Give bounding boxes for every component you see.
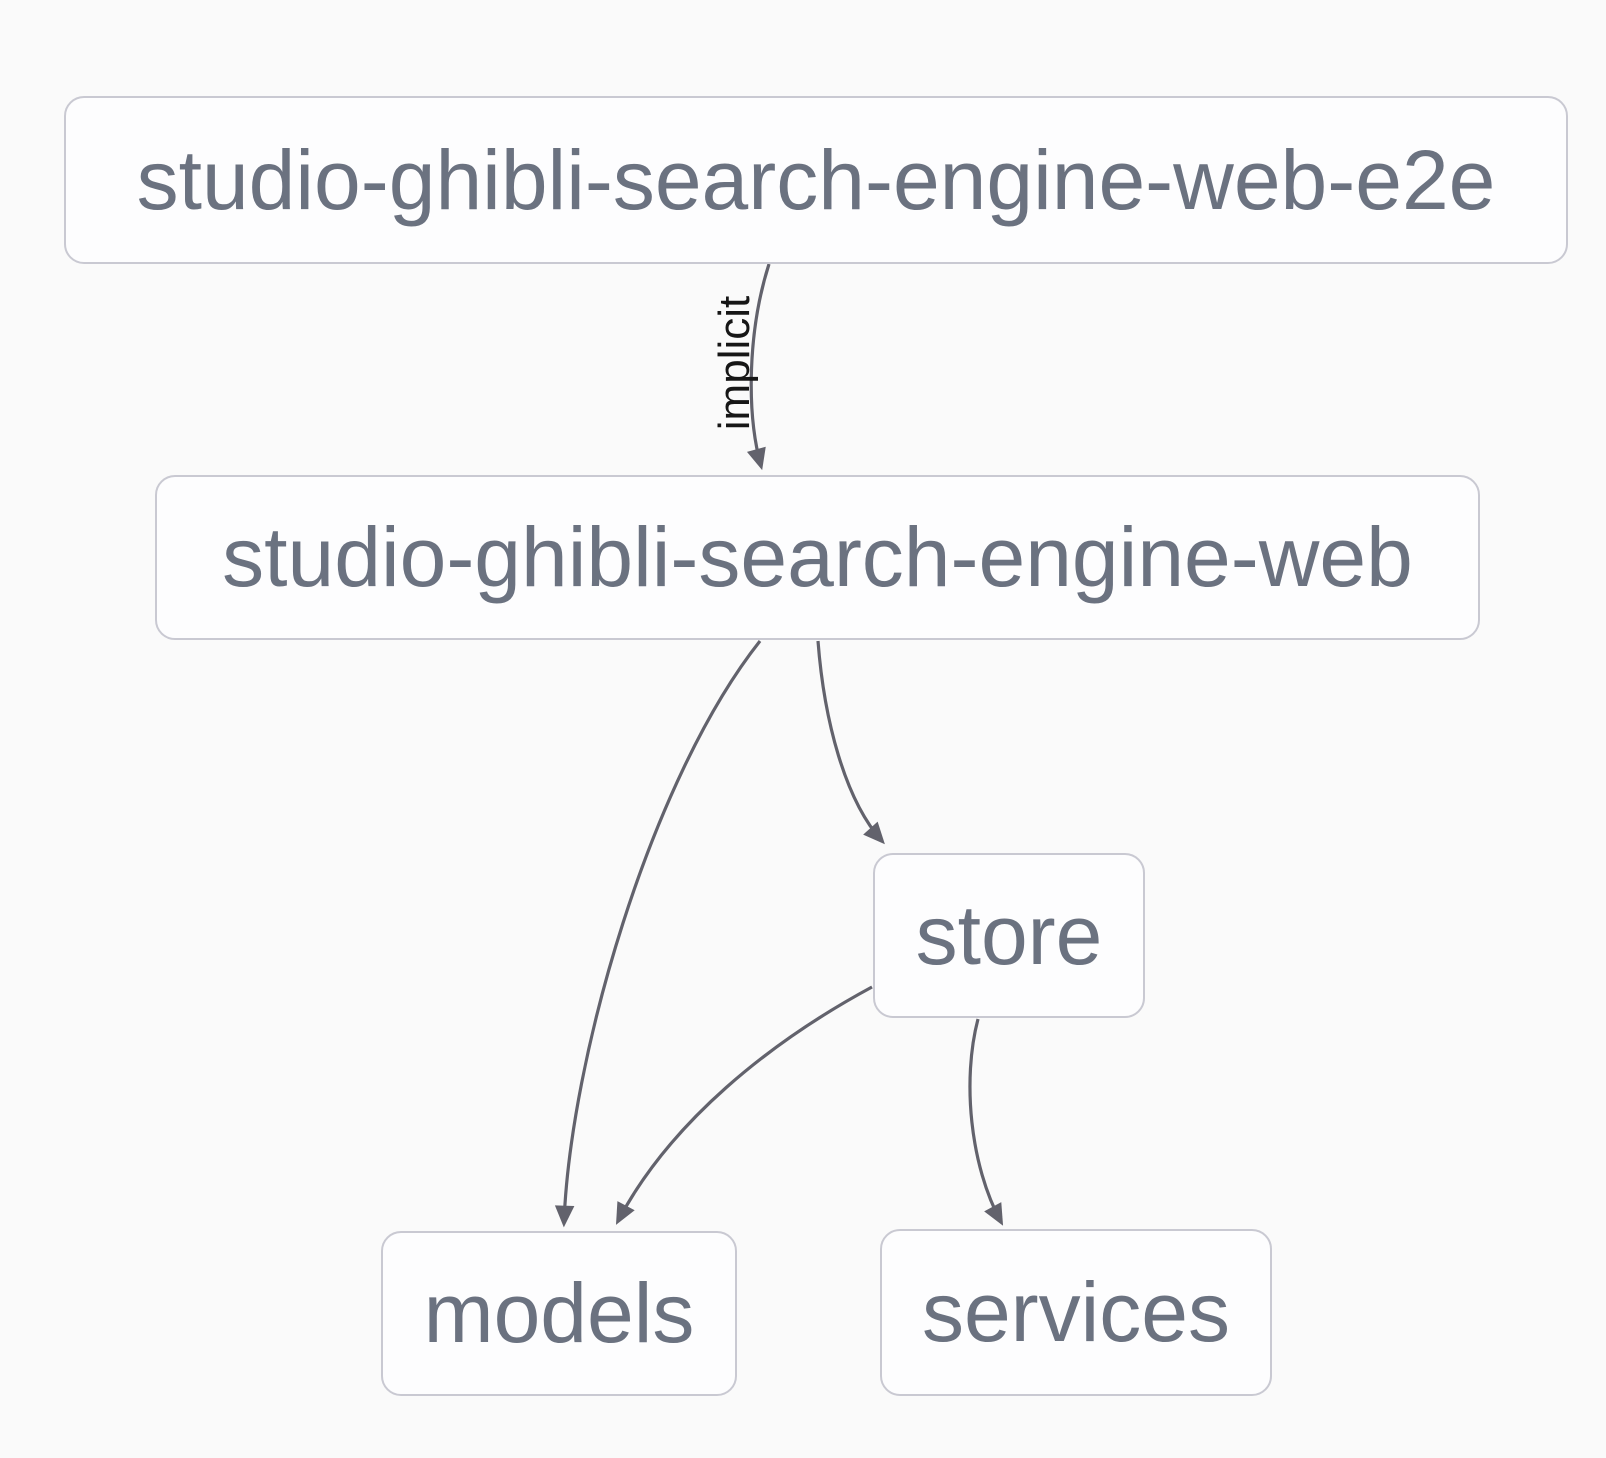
edge-e2e-to-web [746,263,771,471]
node-label: services [921,1265,1231,1359]
node-store[interactable]: store [873,853,1145,1018]
edge-label-implicit: implicit [710,295,759,431]
node-studio-ghibli-search-engine-web-e2e[interactable]: studio-ghibli-search-engine-web-e2e [64,96,1568,264]
edge-store-to-services [968,1018,1004,1226]
node-services[interactable]: services [880,1229,1272,1396]
edge-web-to-store [816,640,885,845]
edge-store-to-models [615,985,873,1225]
node-studio-ghibli-search-engine-web[interactable]: studio-ghibli-search-engine-web [155,475,1480,640]
node-label: store [915,888,1103,982]
node-models[interactable]: models [381,1231,737,1396]
node-label: studio-ghibli-search-engine-web-e2e [136,132,1496,227]
edge-web-to-models [554,640,762,1228]
node-label: studio-ghibli-search-engine-web [222,510,1413,604]
node-label: models [423,1266,695,1360]
